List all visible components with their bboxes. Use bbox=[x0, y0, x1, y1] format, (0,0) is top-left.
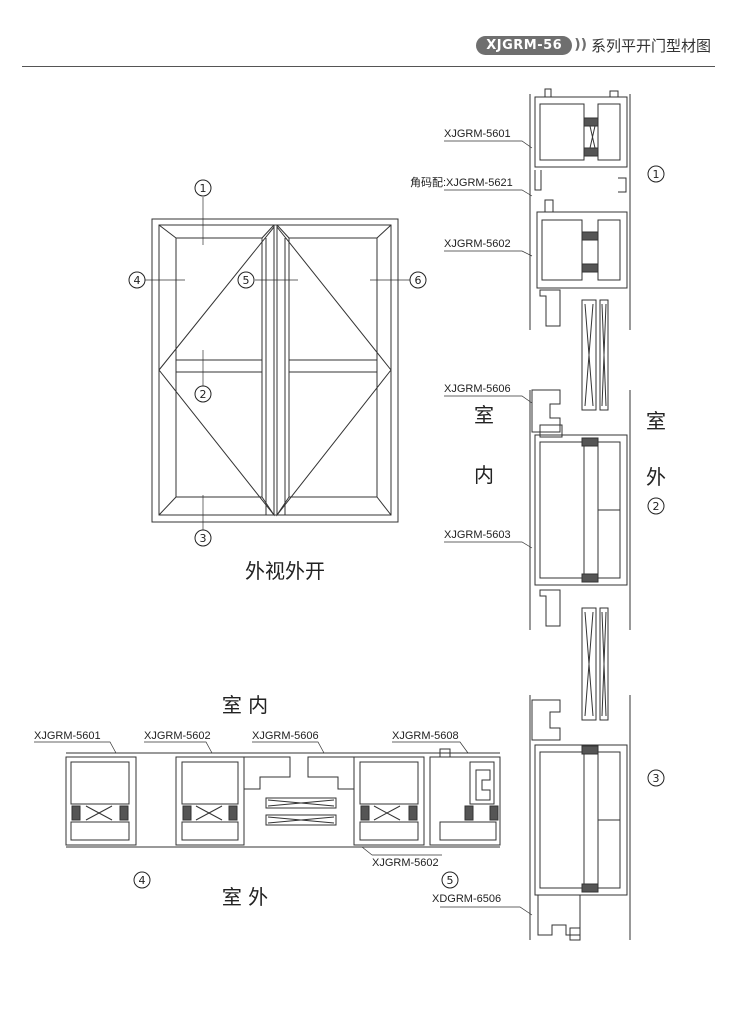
inside-char-2: 内 bbox=[474, 463, 494, 487]
label-5601: XJGRM-5601 bbox=[444, 128, 511, 140]
series-badge: XJGRM-56 bbox=[476, 35, 573, 55]
svg-text:2: 2 bbox=[653, 500, 660, 513]
vertical-section-labels: XJGRM-5601 角码配:XJGRM-5621 XJGRM-5602 XJG… bbox=[410, 128, 666, 787]
marker-5 bbox=[237, 271, 255, 289]
horizontal-section bbox=[34, 741, 501, 856]
svg-text:3: 3 bbox=[653, 772, 660, 785]
right-leaf bbox=[276, 224, 392, 516]
label-5603: XJGRM-5603 bbox=[444, 529, 511, 541]
label-5602: XJGRM-5602 bbox=[444, 238, 511, 250]
hlabel-5602-b: XJGRM-5602 bbox=[372, 857, 439, 869]
marker-4 bbox=[128, 271, 146, 289]
outside-char-1: 室 bbox=[646, 409, 666, 433]
svg-text:5: 5 bbox=[243, 274, 250, 287]
vertical-section bbox=[440, 88, 631, 941]
hlabel-5601: XJGRM-5601 bbox=[34, 730, 101, 742]
hlabel-5608: XJGRM-5608 bbox=[392, 730, 459, 742]
horizontal-section-labels: 室 内 室 外 XJGRM-5601 XJGRM-5602 XJGRM-5606… bbox=[34, 693, 501, 909]
page-title: 系列平开门型材图 bbox=[590, 36, 711, 55]
svg-text:1: 1 bbox=[200, 182, 207, 195]
svg-text:1: 1 bbox=[653, 168, 660, 181]
svg-text:4: 4 bbox=[134, 274, 141, 287]
hmarker-4 bbox=[133, 871, 151, 889]
marker-1 bbox=[194, 179, 212, 197]
chevron-icon: )) bbox=[574, 37, 587, 53]
elevation-markers: 1 4 5 6 2 3 bbox=[128, 179, 427, 547]
label-5606: XJGRM-5606 bbox=[444, 383, 511, 395]
marker-2 bbox=[194, 385, 212, 403]
svg-text:3: 3 bbox=[200, 532, 207, 545]
vmarker-1 bbox=[647, 165, 665, 183]
elevation-caption: 外视外开 bbox=[245, 559, 325, 583]
svg-text:5: 5 bbox=[447, 874, 454, 887]
inside-char-1: 室 bbox=[474, 403, 494, 427]
hlabel-5606: XJGRM-5606 bbox=[252, 730, 319, 742]
outside-char-2: 外 bbox=[646, 465, 666, 489]
label-5621: 角码配:XJGRM-5621 bbox=[410, 176, 513, 189]
header: XJGRM-56 )) 系列平开门型材图 bbox=[476, 34, 711, 56]
vmarker-2 bbox=[647, 497, 665, 515]
svg-text:6: 6 bbox=[415, 274, 422, 287]
door-elevation bbox=[145, 197, 410, 531]
svg-text:2: 2 bbox=[200, 388, 207, 401]
svg-text:4: 4 bbox=[139, 874, 146, 887]
inside-label: 室 内 bbox=[222, 693, 268, 717]
hlabel-6506: XDGRM-6506 bbox=[432, 893, 501, 905]
hlabel-5602: XJGRM-5602 bbox=[144, 730, 211, 742]
hmarker-5 bbox=[441, 871, 459, 889]
outside-label: 室 外 bbox=[222, 885, 268, 909]
marker-3 bbox=[194, 529, 212, 547]
vmarker-3 bbox=[647, 769, 665, 787]
header-divider bbox=[22, 66, 715, 67]
marker-6 bbox=[409, 271, 427, 289]
